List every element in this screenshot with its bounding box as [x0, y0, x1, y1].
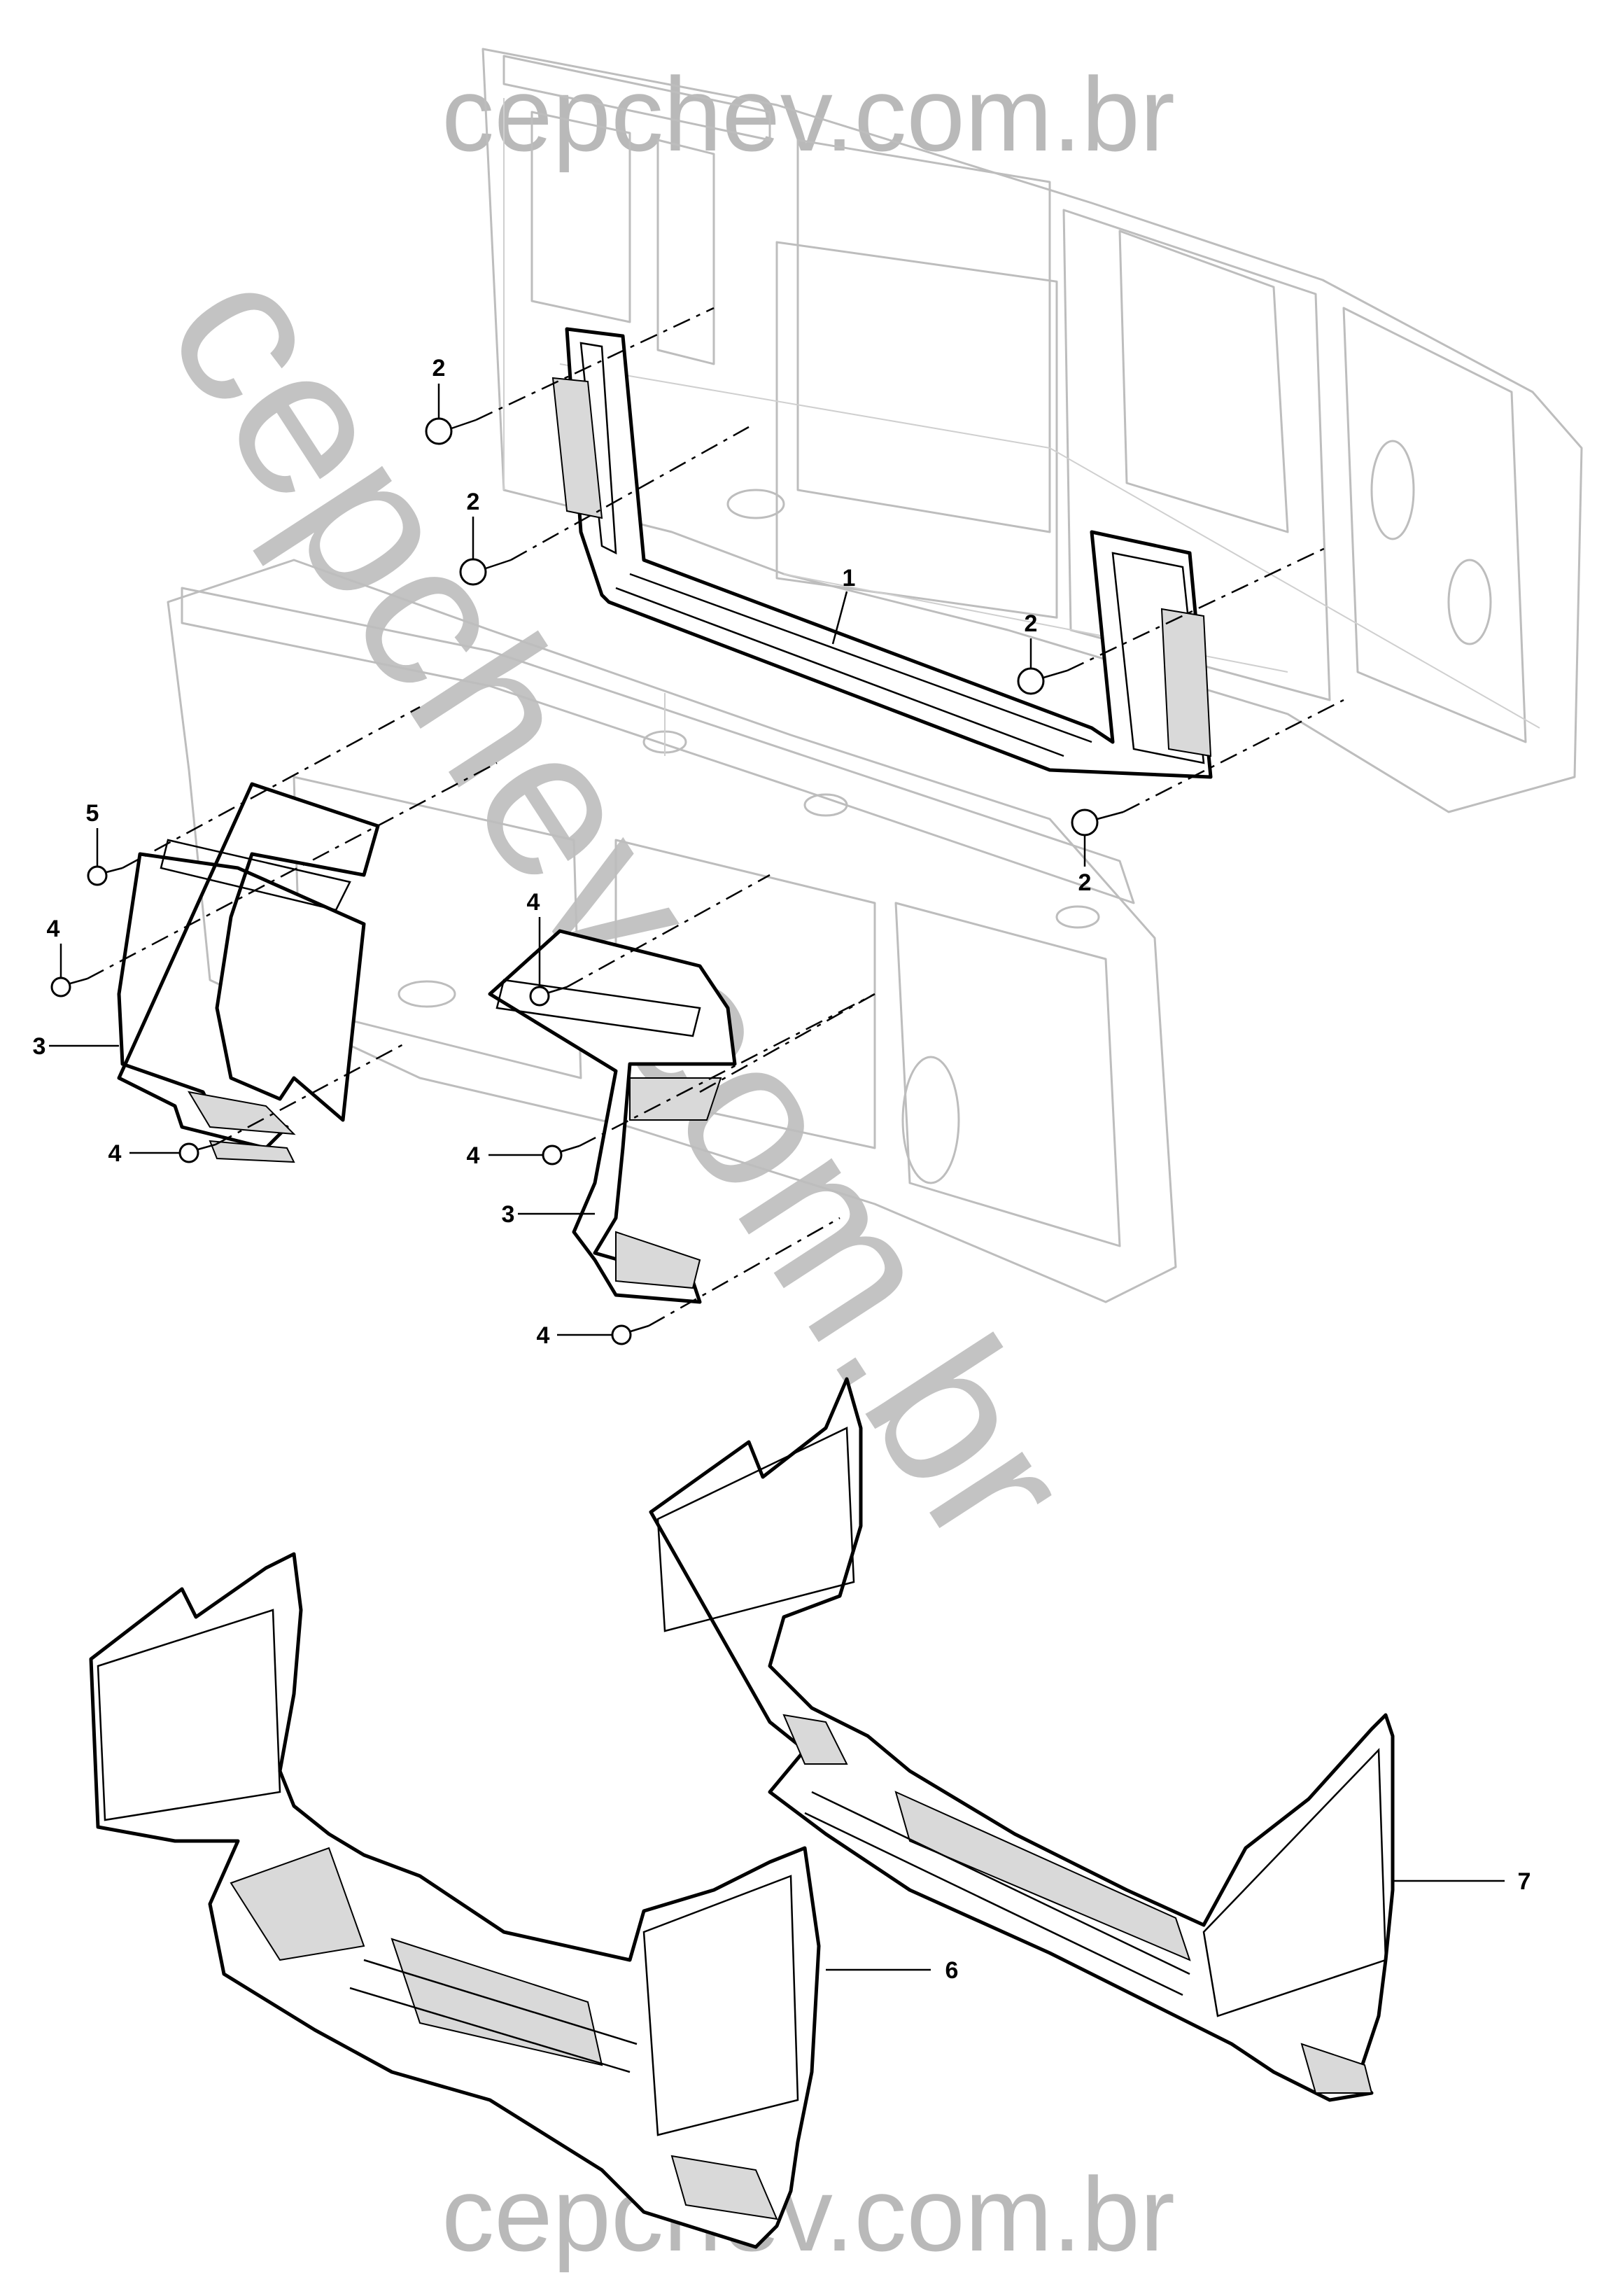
screw-4-d	[542, 1144, 580, 1166]
callout-4e: 4	[537, 1322, 550, 1349]
part-3-left-air-deflector	[117, 782, 380, 1163]
part-3-right-air-deflector	[488, 929, 737, 1304]
callout-7: 7	[1518, 1868, 1531, 1895]
callout-2c: 2	[1025, 610, 1038, 637]
callout-leaders	[49, 384, 1505, 1971]
callout-2b: 2	[467, 489, 480, 515]
clip-5	[87, 865, 123, 886]
callout-3a: 3	[33, 1033, 46, 1060]
callout-4a: 4	[47, 916, 60, 942]
bolt-2-d	[1071, 808, 1124, 836]
watermark-bottom: cepchev.com.br	[442, 2155, 1175, 2273]
bolt-2-b	[459, 558, 512, 586]
callout-4b: 4	[108, 1140, 122, 1167]
callout-1: 1	[843, 565, 856, 592]
part-7-lower-deflector-assembly	[649, 1377, 1395, 2102]
part-6-lower-deflector-assembly	[89, 1552, 821, 2249]
screw-4-e	[611, 1324, 649, 1345]
callout-6: 6	[945, 1957, 959, 1984]
callout-2d: 2	[1078, 869, 1092, 896]
radiator-support-upper-ghost	[481, 48, 1583, 813]
alignment-lines	[87, 307, 1344, 1327]
screw-4-a	[50, 976, 88, 997]
callout-4d: 4	[467, 1142, 480, 1169]
callout-3b: 3	[502, 1201, 515, 1228]
part-1-air-baffle-bracket	[551, 327, 1213, 779]
callout-2a: 2	[432, 355, 446, 382]
bolt-2-c	[1017, 667, 1068, 695]
callout-5: 5	[86, 800, 99, 827]
callout-4c: 4	[527, 889, 540, 916]
callout-labels: 1 2 2 2 2 3 3 4 4 4 4 4 5 6 7	[33, 355, 1531, 1984]
screw-4-b	[178, 1142, 216, 1163]
